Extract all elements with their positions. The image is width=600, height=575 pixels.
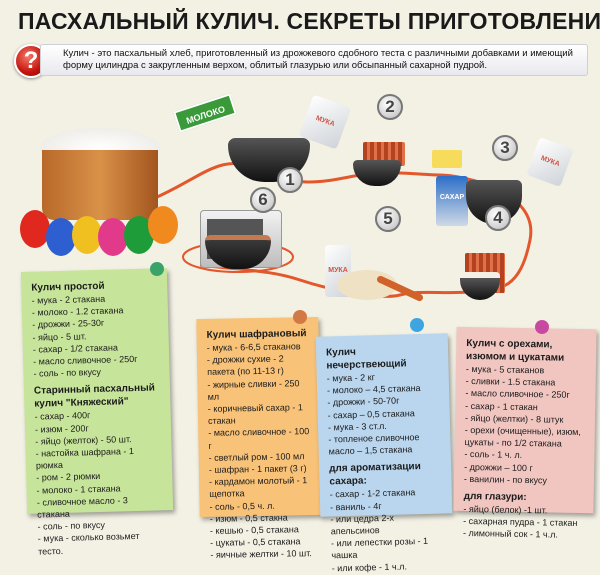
ingredient-item: - кардамон молотый - 1 щепотка (209, 475, 308, 500)
ingredient-item: - мука - сколько возьмет тесто. (37, 531, 140, 557)
pushpin-icon (150, 262, 164, 276)
recipe-title: Старинный пасхальный кулич "Княжеский" (33, 382, 155, 411)
recipe-note-non-stale: Кулич нечерствеющий- мука - 2 кг- молоко… (315, 333, 453, 573)
ingredient-item: - соль - по вкусу (33, 367, 102, 379)
ingredient-item: - лимонный сок - 1 ч.л. (462, 528, 558, 541)
ingredient-item: - или цедра 2-х апельсинов (330, 512, 394, 537)
step-2: 2 (377, 94, 403, 120)
process-illustration: МОЛОКО МУКА САХАР МУКА МУКА 1 2 3 4 5 6 (0, 80, 600, 320)
ingredient-item: - дрожжи сухие - 2 пакета (по 11-13 г) (206, 353, 284, 378)
ingredient-item: - или лепестки розы - 1 чашка (330, 536, 429, 561)
ingredient-item: - яичные желтки - 10 шт. (210, 548, 312, 561)
step-5: 5 (375, 206, 401, 232)
page-title: ПАСХАЛЬНЫЙ КУЛИЧ. СЕКРЕТЫ ПРИГОТОВЛЕНИЯ (18, 8, 600, 34)
ingredient-item: - мука - 6-6,5 стаканов (206, 341, 301, 353)
ingredient-item: - или кофе - 1 ч.л. (331, 561, 408, 574)
recipe-note-simple: Кулич простой- мука - 2 стакана- молоко … (20, 268, 174, 556)
pushpin-icon (293, 310, 307, 324)
ingredient-item: - коричневый сахар - 1 стакан (207, 402, 303, 427)
recipe-title: Кулич с орехами, изюмом и цукатами (466, 337, 565, 364)
pushpin-icon (535, 320, 549, 334)
intro-text: Кулич - это пасхальный хлеб, приготовлен… (40, 44, 588, 76)
recipe-title: для ароматизации сахара: (328, 461, 421, 488)
step-6: 6 (250, 187, 276, 213)
ingredient-item: - настойка шафрана - 1 рюмка (35, 446, 135, 471)
step-3: 3 (492, 135, 518, 161)
butter-image (432, 150, 462, 168)
step-1: 1 (277, 167, 303, 193)
ingredient-item: - ванилин - по вкусу (463, 473, 548, 486)
pushpin-icon (410, 318, 424, 332)
recipe-note-nuts: Кулич с орехами, изюмом и цукатами- мука… (453, 326, 597, 540)
kulich-cake-image (20, 120, 180, 260)
step-4: 4 (485, 205, 511, 231)
sugar-pack: САХАР (436, 176, 468, 226)
recipe-note-saffron: Кулич шафрановый- мука - 6-6,5 стаканов-… (196, 316, 322, 560)
bowl-4 (460, 272, 500, 300)
ingredient-item: - орехи (очищенные), изюм, цукаты - по 1… (464, 424, 581, 449)
ingredient-item: - масло сливочное - 100 г (208, 426, 310, 451)
recipe-title: Кулич нечерствеющий (325, 346, 407, 372)
ingredient-item: - сливочное масло - 3 стакана (36, 495, 128, 520)
ingredient-item: - жирные сливки - 250 мл (207, 377, 300, 402)
ingredient-item: - топленое сливочное масло – 1,5 стакана (328, 432, 420, 457)
